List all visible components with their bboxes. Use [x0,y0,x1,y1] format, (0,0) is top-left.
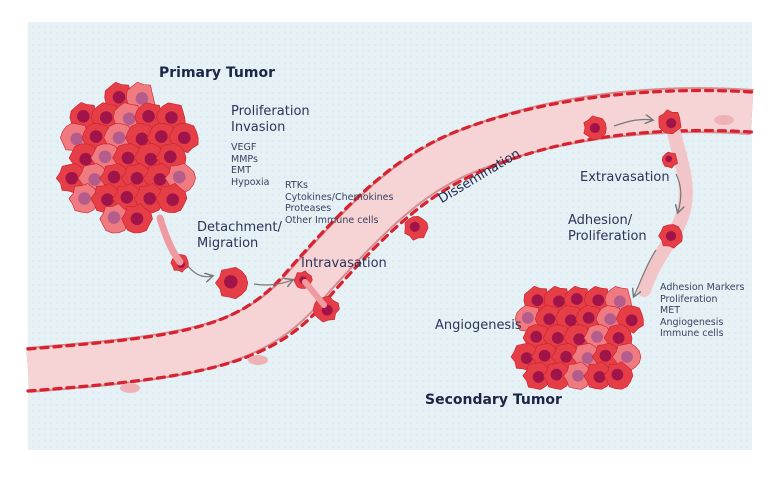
tumor-cell [583,361,613,390]
arrow-adhesion [634,249,657,296]
circulation-factors-list: RTKs Cytokines/Chemokines Proteases Othe… [285,180,394,226]
angiogenesis-label: Angiogenesis [435,318,522,333]
arrow-intravasation [253,280,292,285]
blood-cell [714,115,734,125]
extravasation-label: Extravasation [580,170,670,185]
proliferation-invasion-label: Proliferation Invasion [231,104,310,135]
tumor-cell [603,361,634,390]
tumor-cell [542,361,573,390]
tumor-cell [121,203,153,234]
tumor-cell [522,361,552,390]
tumor-cell [658,224,683,249]
tumor-cell [658,109,682,135]
tumor-cell [155,183,188,214]
blood-vessel [26,87,754,393]
arrow-migration [187,265,212,277]
secondary-tumor-title: Secondary Tumor [425,392,562,408]
tumor-cell [215,266,249,300]
adhesion-proliferation-label: Adhesion/ Proliferation [568,213,647,244]
circulating-tumor-cells [170,109,683,323]
process-arrows [187,119,681,296]
tumor-cell [583,115,607,141]
blood-cell [248,355,268,365]
detachment-migration-label: Detachment/ Migration [197,220,282,251]
invasion-factors-list: VEGF MMPs EMT Hypoxia [231,142,270,188]
blood-cell [120,383,140,393]
primary-tumor-cluster [55,81,199,234]
tumor-cell [404,216,429,241]
tumor-cell [99,203,132,234]
primary-tumor-title: Primary Tumor [159,65,275,81]
tumor-cell [563,361,593,390]
arrow-dissemination [613,119,652,127]
intravasation-label: Intravasation [301,256,387,271]
arrow-extravasation [676,173,681,212]
colonization-factors-list: Adhesion Markers Proliferation MET Angio… [660,282,745,339]
tumor-cell [68,183,100,214]
tumor-cell [90,183,122,214]
tumor-cell [661,151,678,169]
secondary-tumor-cluster [510,285,644,390]
